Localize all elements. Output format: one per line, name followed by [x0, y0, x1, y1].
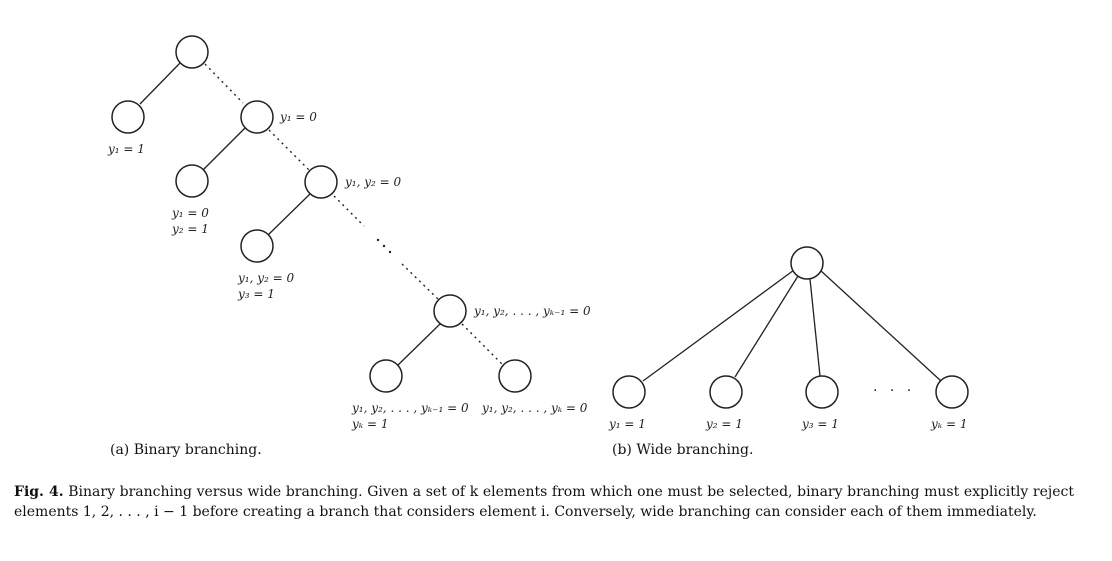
label-leaf3-b: y₃ = 1	[237, 287, 275, 301]
binary-inner-node	[240, 100, 274, 134]
binary-inner-node	[304, 165, 338, 199]
label-nk: y₁, y₂, . . . , yₖ₋₁ = 0	[473, 304, 591, 318]
caption-text: Binary branching versus wide branching. …	[14, 484, 1074, 520]
subcaption-a: (a) Binary branching.	[110, 442, 262, 458]
edge-n2-leaf3	[266, 193, 311, 237]
figure-caption: Fig. 4. Binary branching versus wide bra…	[14, 483, 1074, 522]
wide-leaf-node	[805, 375, 839, 409]
wide-root-node	[790, 246, 824, 280]
ellipsis-dot	[376, 238, 380, 242]
figure-4-diagram: y₁ = 0 y₁ = 1 y₁, y₂ = 0 y₁ = 0 y₂ = 1 y…	[107, 35, 969, 458]
binary-root-node	[175, 35, 209, 69]
subcaption-b: (b) Wide branching.	[612, 442, 753, 458]
dotted-edge-nk-last	[461, 323, 504, 366]
label-leafk-a: y₁, y₂, . . . , yₖ₋₁ = 0	[351, 401, 469, 415]
edge-nk-leafk	[396, 323, 441, 367]
wide-leaf-node	[709, 375, 743, 409]
binary-leaf-node	[111, 100, 145, 134]
binary-tree: y₁ = 0 y₁ = 1 y₁, y₂ = 0 y₁ = 0 y₂ = 1 y…	[107, 35, 591, 458]
wide-ellipsis: . . .	[873, 379, 915, 395]
label-n1: y₁ = 0	[279, 110, 317, 124]
edge-wide-1	[642, 269, 795, 382]
label-leafk-b: yₖ = 1	[351, 417, 388, 431]
dotted-edge-continue-nk	[401, 263, 440, 301]
wide-leaf-node	[612, 375, 646, 409]
dotted-edge-root-n1	[204, 63, 244, 104]
label-leaf1: y₁ = 1	[107, 142, 145, 156]
ellipsis-dot	[388, 250, 392, 254]
wide-leaf-node	[935, 375, 969, 409]
label-leaf2-b: y₂ = 1	[171, 222, 209, 236]
label-leaf-last: y₁, y₂, . . . , yₖ = 0	[481, 401, 588, 415]
ellipsis-dot	[382, 244, 386, 248]
binary-leaf-node	[175, 164, 209, 198]
figure-number: Fig. 4.	[14, 484, 64, 500]
edge-wide-k	[819, 269, 942, 382]
edge-wide-2	[734, 275, 799, 378]
dotted-edge-n2-continue	[333, 195, 365, 227]
edge-root-leaf1	[139, 61, 182, 105]
label-leaf3-a: y₁, y₂ = 0	[237, 271, 294, 285]
label-n2: y₁, y₂ = 0	[344, 175, 401, 189]
edge-n1-leaf2	[202, 127, 246, 171]
wide-label-1: y₁ = 1	[608, 417, 646, 431]
edge-wide-3	[809, 278, 821, 377]
binary-leaf-node	[498, 359, 532, 393]
wide-label-2: y₂ = 1	[705, 417, 743, 431]
label-leaf2-a: y₁ = 0	[171, 206, 209, 220]
wide-tree: . . . y₁ = 1 y₂ = 1 y₃ = 1 yₖ = 1 (b) Wi…	[608, 246, 969, 458]
wide-label-k: yₖ = 1	[930, 417, 967, 431]
dotted-edge-n1-n2	[268, 129, 310, 171]
wide-label-3: y₃ = 1	[801, 417, 839, 431]
binary-leaf-node	[240, 229, 274, 263]
binary-leaf-node	[369, 359, 403, 393]
binary-inner-node	[433, 294, 467, 328]
